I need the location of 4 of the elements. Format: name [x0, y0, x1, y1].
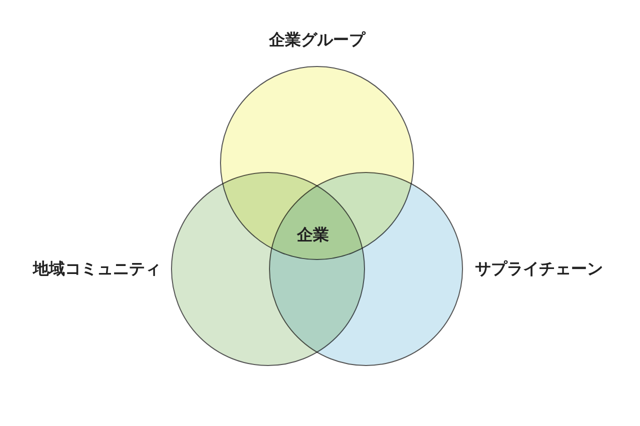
circle-label: サプライチェーン	[475, 259, 604, 280]
circle-label: 地域コミュニティ	[32, 259, 161, 280]
intersection-label: 企業	[297, 225, 329, 246]
circle-label: 企業グループ	[268, 30, 367, 51]
